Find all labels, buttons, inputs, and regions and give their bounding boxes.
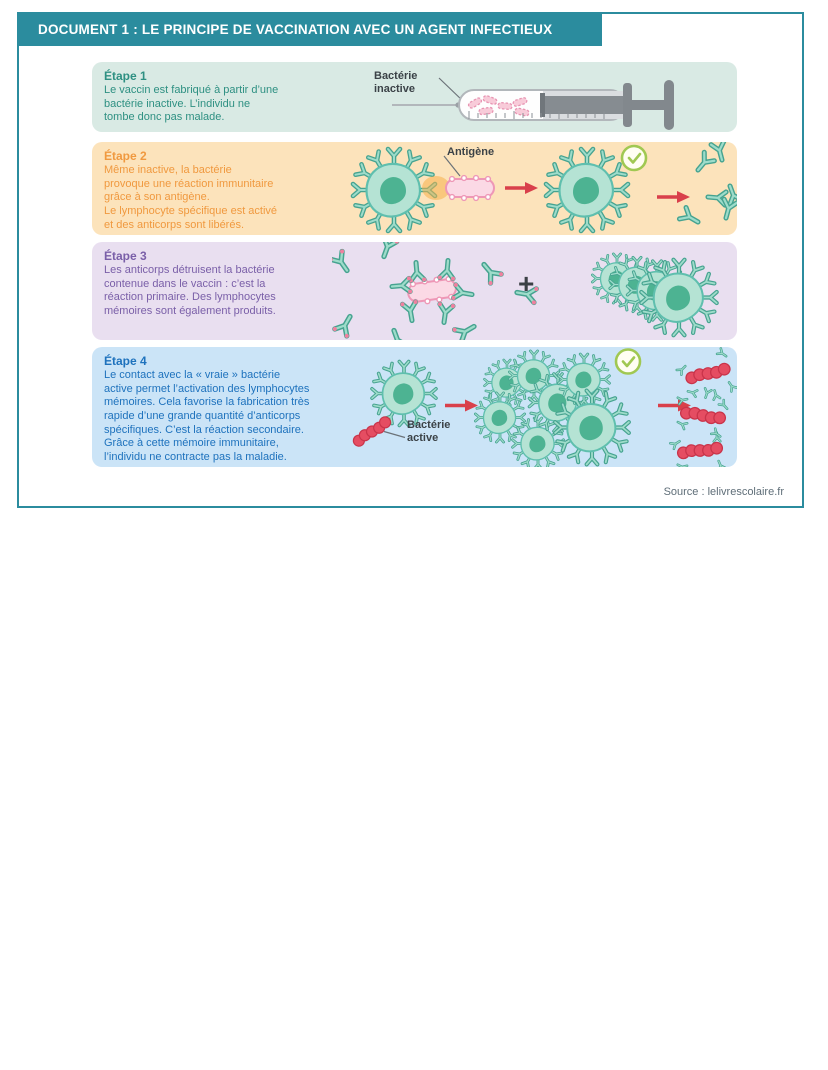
arrow-icon bbox=[655, 189, 692, 205]
step-4-panel: Étape 4 Le contact avec la « vraie » bac… bbox=[92, 347, 737, 467]
antigen-bacteria-icon bbox=[445, 174, 495, 202]
arrow-icon bbox=[443, 397, 480, 414]
syringe-piston bbox=[543, 96, 623, 114]
syringe-illustration bbox=[392, 77, 674, 130]
step-2-panel: Étape 2 Même inactive, la bactérie provo… bbox=[92, 142, 737, 235]
source-caption: Source : lelivrescolaire.fr bbox=[663, 486, 784, 498]
step-3-title: Étape 3 bbox=[104, 249, 147, 263]
active-bacteria-icon bbox=[350, 413, 394, 450]
step-2-textblock: Étape 2 Même inactive, la bactérie provo… bbox=[104, 149, 372, 232]
check-icon bbox=[614, 348, 642, 375]
inactive-bacteria-icon bbox=[467, 94, 530, 117]
document-title-bar: DOCUMENT 1 : LE PRINCIPE DE VACCINATION … bbox=[17, 12, 602, 46]
syringe-scale-ticks bbox=[468, 111, 605, 119]
step-1-title: Étape 1 bbox=[104, 69, 147, 83]
step-3-panel: Étape 3 Les anticorps détruisent la bact… bbox=[92, 242, 737, 340]
antigene-label: Antigène bbox=[447, 146, 495, 158]
antibody-reaction-illustration bbox=[332, 242, 737, 340]
plunger-rod bbox=[632, 100, 666, 110]
released-antibodies-icon bbox=[679, 142, 737, 228]
step-4-textblock: Étape 4 Le contact avec la « vraie » bac… bbox=[104, 354, 372, 464]
document-title: DOCUMENT 1 : LE PRINCIPE DE VACCINATION … bbox=[38, 21, 553, 37]
plunger-handle bbox=[664, 80, 674, 130]
step-4-text: Le contact avec la « vraie » bactérie ac… bbox=[104, 369, 310, 463]
step-4-title: Étape 4 bbox=[104, 354, 147, 368]
document-panel: DOCUMENT 1 : LE PRINCIPE DE VACCINATION … bbox=[17, 12, 804, 508]
activated-lymphocyte-icon bbox=[546, 149, 628, 231]
step-3-text: Les anticorps détruisent la bactérie con… bbox=[104, 264, 276, 317]
step-1-panel: Étape 1 Le vaccin est fabriqué à partir … bbox=[92, 62, 737, 132]
plus-sign: + bbox=[518, 268, 535, 299]
memory-lymphocytes-icon bbox=[592, 254, 716, 335]
memory-lymphocyte-icon bbox=[372, 362, 436, 426]
callout-leader-line bbox=[443, 155, 461, 177]
bacterie-inactive-label: Bactérie inactive bbox=[374, 70, 418, 95]
step-2-text: Même inactive, la bactérie provoque une … bbox=[104, 164, 278, 231]
check-icon bbox=[620, 144, 648, 172]
arrow-icon bbox=[503, 180, 540, 196]
lymphocyte-activation-illustration bbox=[332, 142, 737, 235]
step-3-textblock: Étape 3 Les anticorps détruisent la bact… bbox=[104, 249, 372, 319]
syringe-flange bbox=[623, 83, 632, 127]
bacterie-active-label: Bactérie active bbox=[407, 419, 451, 444]
lymphocyte-cluster-icon bbox=[475, 351, 629, 467]
contact-glow bbox=[422, 176, 450, 200]
step-1-textblock: Étape 1 Le vaccin est fabriqué à partir … bbox=[104, 69, 372, 125]
syringe-icon bbox=[392, 80, 674, 130]
memory-response-illustration bbox=[350, 347, 737, 467]
step-2-title: Étape 2 bbox=[104, 149, 147, 163]
step-1-text: Le vaccin est fabriqué à partir d’une ba… bbox=[104, 84, 279, 124]
callout-leader-line bbox=[383, 430, 406, 439]
